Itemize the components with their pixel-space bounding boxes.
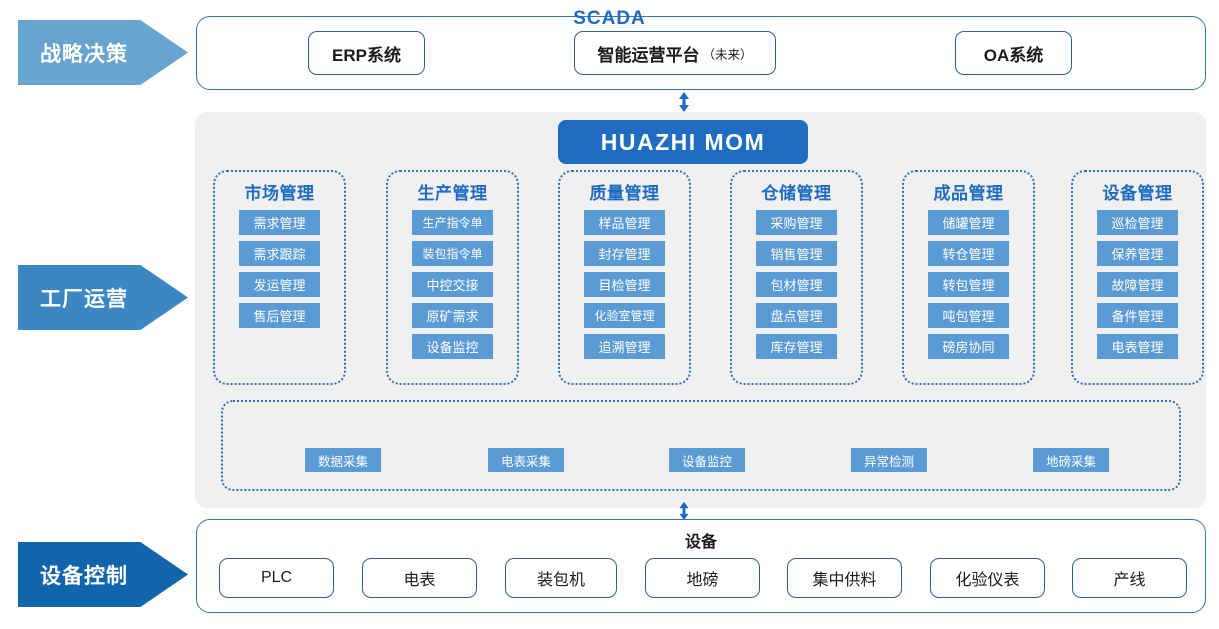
module-item-chip[interactable]: 封存管理	[584, 241, 665, 266]
module-item-chip[interactable]: 需求管理	[239, 210, 320, 235]
scada-title: SCADA	[573, 8, 646, 29]
device-box-central-feeding[interactable]: 集中供料	[787, 558, 902, 598]
device-box-bagging-machine[interactable]: 装包机	[505, 558, 617, 598]
module-title-market: 市场管理	[244, 184, 315, 203]
module-title-equipment: 设备管理	[1102, 184, 1173, 203]
system-box-intelligent-operation-platform[interactable]: 智能运营平台 （未来）	[574, 31, 776, 75]
device-box-lab-instrument[interactable]: 化验仪表	[930, 558, 1045, 598]
module-market-management[interactable]: 市场管理 需求管理 需求跟踪 发运管理 售后管理	[213, 170, 346, 385]
module-finished-goods-management[interactable]: 成品管理 储罐管理 转仓管理 转包管理 吨包管理 磅房协同	[902, 170, 1035, 385]
system-label-oa: OA系统	[983, 45, 1044, 65]
module-item-chip[interactable]: 转包管理	[928, 272, 1009, 297]
module-item-chip[interactable]: 目检管理	[584, 272, 665, 297]
module-item-chip[interactable]: 备件管理	[1097, 303, 1178, 328]
module-item-chip[interactable]: 电表管理	[1097, 334, 1178, 359]
module-item-chip[interactable]: 售后管理	[239, 303, 320, 328]
module-item-chip[interactable]: 吨包管理	[928, 303, 1009, 328]
stage-label-strategy: 战略决策	[40, 42, 128, 66]
stage-arrow-strategy: 战略决策	[18, 20, 188, 85]
module-item-chip[interactable]: 样品管理	[584, 210, 665, 235]
stage-arrow-factory: 工厂运营	[18, 265, 188, 330]
module-quality-management[interactable]: 质量管理 样品管理 封存管理 目检管理 化验室管理 追溯管理	[558, 170, 691, 385]
stage-label-factory: 工厂运营	[40, 287, 128, 311]
device-box-meter[interactable]: 电表	[362, 558, 477, 598]
mom-platform-label: HUAZHI MOM	[600, 128, 766, 155]
module-item-chip[interactable]: 装包指令单	[412, 241, 493, 266]
module-production-management[interactable]: 生产管理 生产指令单 装包指令单 中控交接 原矿需求 设备监控	[386, 170, 519, 385]
module-title-production: 生产管理	[417, 184, 488, 203]
module-item-chip[interactable]: 追溯管理	[584, 334, 665, 359]
module-item-chip[interactable]: 故障管理	[1097, 272, 1178, 297]
module-item-chip[interactable]: 储罐管理	[928, 210, 1009, 235]
module-item-chip[interactable]: 盘点管理	[756, 303, 837, 328]
module-item-chip[interactable]: 生产指令单	[412, 210, 493, 235]
module-warehouse-management[interactable]: 仓储管理 采购管理 销售管理 包材管理 盘点管理 库存管理	[730, 170, 863, 385]
device-box-plc[interactable]: PLC	[219, 558, 334, 598]
device-layer-title: 设备	[684, 534, 717, 551]
module-item-chip[interactable]: 原矿需求	[412, 303, 493, 328]
scada-item-chip[interactable]: 异常检测	[851, 448, 927, 472]
module-item-chip[interactable]: 包材管理	[756, 272, 837, 297]
scada-panel	[221, 400, 1181, 491]
system-box-oa[interactable]: OA系统	[955, 31, 1072, 75]
stage-label-device-control: 设备控制	[40, 564, 128, 588]
module-title-warehouse: 仓储管理	[761, 184, 832, 203]
module-title-quality: 质量管理	[589, 184, 660, 203]
module-item-chip[interactable]: 采购管理	[756, 210, 837, 235]
scada-item-chip[interactable]: 地磅采集	[1033, 448, 1109, 472]
module-item-chip[interactable]: 化验室管理	[584, 303, 665, 328]
module-item-chip[interactable]: 库存管理	[756, 334, 837, 359]
scada-item-chip[interactable]: 电表采集	[488, 448, 564, 472]
double-arrow-icon-bottom	[679, 501, 689, 521]
device-box-production-line[interactable]: 产线	[1072, 558, 1187, 598]
factory-operations-panel	[195, 112, 1206, 508]
scada-item-chip[interactable]: 设备监控	[669, 448, 745, 472]
module-item-chip[interactable]: 需求跟踪	[239, 241, 320, 266]
module-item-chip[interactable]: 磅房协同	[928, 334, 1009, 359]
mom-platform-banner: HUAZHI MOM	[558, 120, 808, 164]
scada-item-chip[interactable]: 数据采集	[305, 448, 381, 472]
system-label-erp: ERP系统	[332, 45, 401, 65]
module-title-finished-goods: 成品管理	[933, 184, 1004, 203]
module-item-chip[interactable]: 销售管理	[756, 241, 837, 266]
module-item-chip[interactable]: 保养管理	[1097, 241, 1178, 266]
stage-arrow-device-control: 设备控制	[18, 542, 188, 607]
module-item-chip[interactable]: 转仓管理	[928, 241, 1009, 266]
system-label-iop: 智能运营平台	[597, 45, 700, 65]
module-item-chip[interactable]: 发运管理	[239, 272, 320, 297]
module-item-chip[interactable]: 巡检管理	[1097, 210, 1178, 235]
system-box-erp[interactable]: ERP系统	[308, 31, 425, 75]
module-item-chip[interactable]: 中控交接	[412, 272, 493, 297]
module-equipment-management[interactable]: 设备管理 巡检管理 保养管理 故障管理 备件管理 电表管理	[1071, 170, 1204, 385]
double-arrow-icon-top	[679, 92, 689, 112]
device-box-weighbridge[interactable]: 地磅	[645, 558, 760, 598]
system-note-iop: （未来）	[702, 47, 753, 62]
module-item-chip[interactable]: 设备监控	[412, 334, 493, 359]
